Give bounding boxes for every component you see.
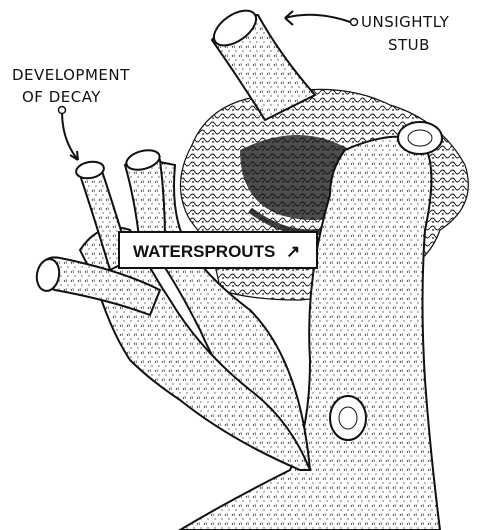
decay-label-line1: DEVELOPMENT	[12, 66, 130, 84]
trunk-knot	[330, 396, 366, 440]
trunk-cut-end	[398, 122, 442, 154]
watersprouts-label-text: WATERSPROUTS	[133, 242, 275, 261]
unsightly-stub-label-line1: UNSIGHTLY	[361, 13, 450, 31]
decay-leader-line	[62, 112, 78, 160]
stub-leader-line	[285, 15, 350, 22]
watersprouts-label: WATERSPROUTS ↗	[119, 232, 317, 268]
arrow-up-right-icon: ↗	[286, 242, 300, 261]
unsightly-stub-label-line2: STUB	[388, 36, 430, 54]
decay-label-line2: OF DECAY	[22, 88, 101, 106]
svg-text:WATERSPROUTS ↗: WATERSPROUTS ↗	[133, 242, 300, 261]
